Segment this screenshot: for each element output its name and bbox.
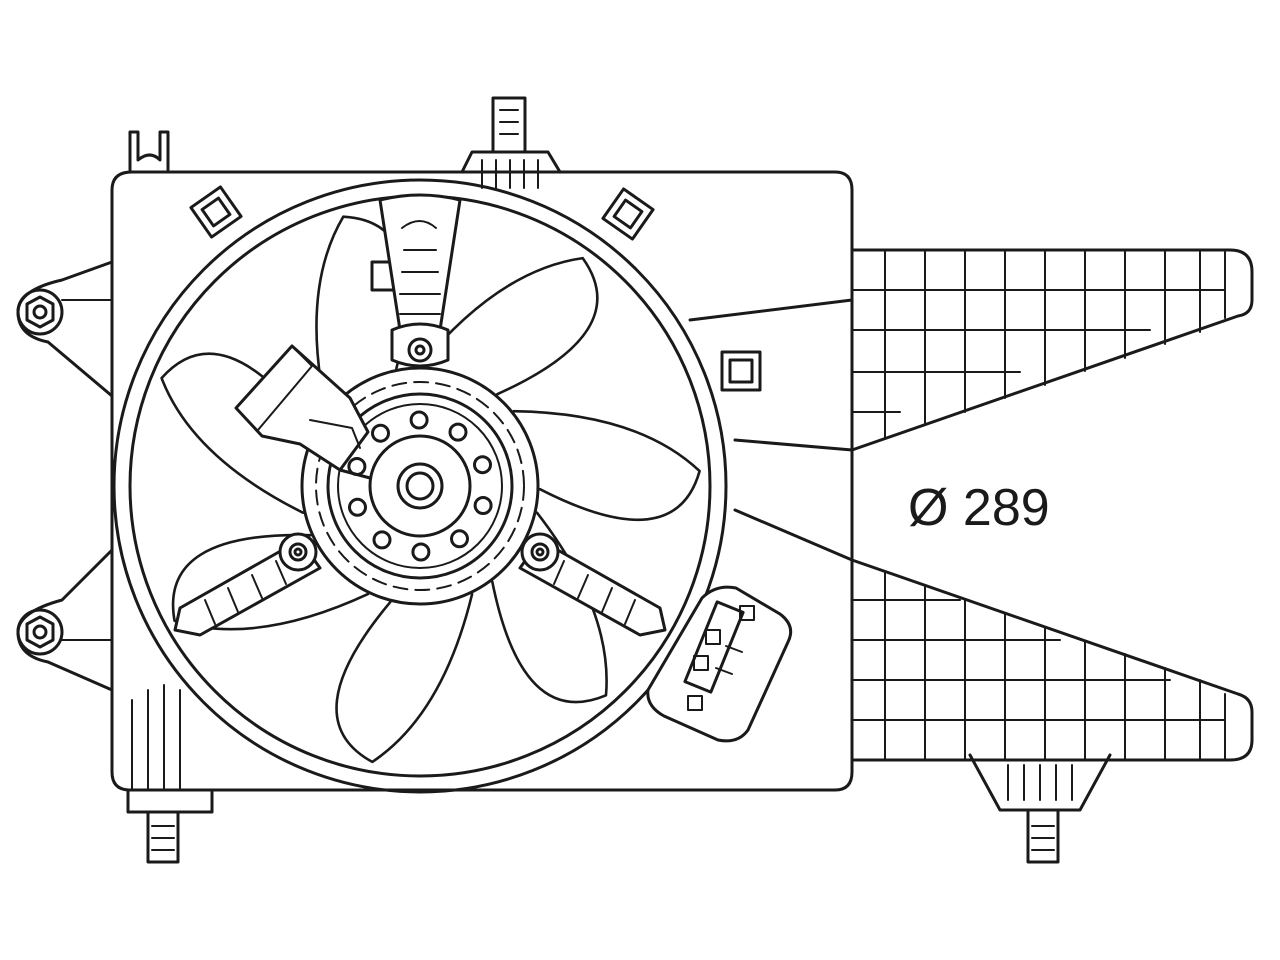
hub-bolt-hole xyxy=(373,425,389,441)
left-mounting-brackets xyxy=(18,262,112,690)
fan-blade xyxy=(514,411,700,520)
fan-hub xyxy=(349,412,491,560)
hub-bolt-hole xyxy=(350,499,366,515)
fan-blade xyxy=(162,354,314,513)
hub-bolt-hole xyxy=(450,424,466,440)
fan-blade xyxy=(420,258,597,394)
hub-bolt-hole xyxy=(475,498,491,514)
hub-bolt-hole xyxy=(374,532,390,548)
diameter-dimension-label: Ø 289 xyxy=(908,479,1050,537)
right-radiator-arms xyxy=(690,250,1252,760)
fan-blade xyxy=(337,594,473,762)
motor-connector xyxy=(236,346,370,478)
shroud-frame xyxy=(112,98,1110,862)
hub-bolt-hole xyxy=(411,412,427,428)
resistor-block xyxy=(648,587,791,741)
hub-bolt-hole xyxy=(452,531,468,547)
hub-bolt-hole xyxy=(413,544,429,560)
fan-blade xyxy=(173,535,368,629)
stator-spokes xyxy=(175,195,665,635)
hub-bolt-hole xyxy=(475,457,491,473)
